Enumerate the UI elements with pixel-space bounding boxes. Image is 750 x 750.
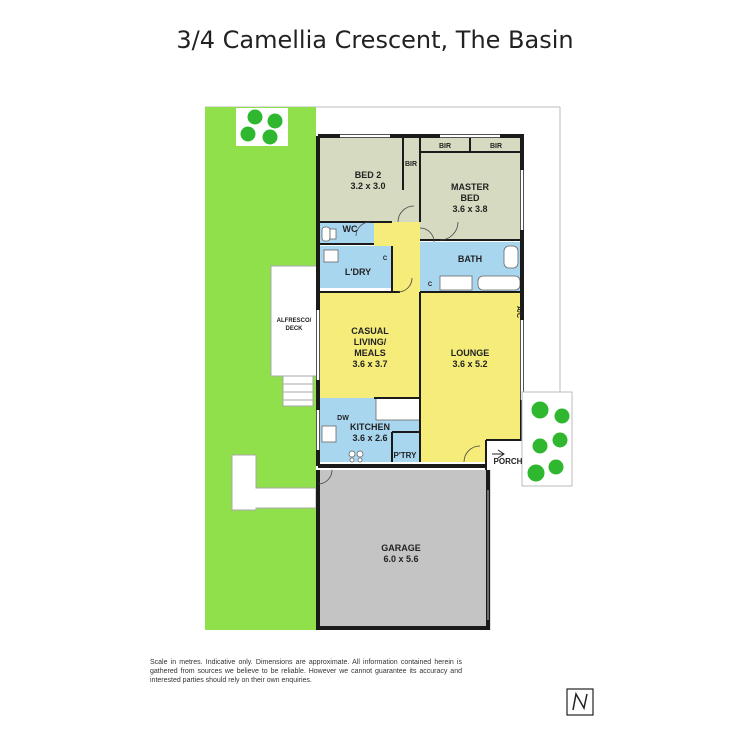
bir-master-right-label: BIR bbox=[490, 143, 502, 150]
hall-cupboard-label: C bbox=[428, 282, 433, 288]
porch-area bbox=[486, 440, 522, 470]
interior-walls bbox=[318, 136, 522, 470]
laundry-label: L'DRY bbox=[345, 267, 371, 277]
tree-cluster-top bbox=[236, 108, 288, 146]
windows bbox=[316, 134, 524, 450]
master-bed-room bbox=[420, 136, 522, 240]
wc-label: WC bbox=[343, 224, 358, 234]
casual-living-area bbox=[318, 292, 420, 398]
casual-label-line3: MEALS bbox=[354, 348, 386, 358]
north-compass-icon bbox=[566, 688, 594, 716]
lounge-area bbox=[420, 292, 522, 462]
disclaimer-text: Scale in metres. Indicative only. Dimens… bbox=[150, 659, 462, 684]
entry-arrow-icon bbox=[492, 449, 505, 459]
casual-size: 3.6 x 3.7 bbox=[352, 359, 387, 369]
tree-cluster-right bbox=[521, 391, 573, 487]
casual-label-line2: LIVING/ bbox=[354, 337, 387, 347]
alfresco-label-line1: ALFRESCO/ bbox=[277, 318, 312, 324]
bir-bed2-label: BIR bbox=[405, 161, 417, 168]
garage-room bbox=[318, 470, 488, 628]
lounge-size: 3.6 x 5.2 bbox=[452, 359, 487, 369]
laundry-cupboard-label: C bbox=[383, 256, 388, 262]
alfresco-deck: ALFRESCO/ DECK bbox=[270, 265, 318, 407]
pantry-label: P'TRY bbox=[394, 451, 418, 460]
porch-label: PORCH bbox=[494, 457, 523, 466]
alfresco-label-line2: DECK bbox=[285, 326, 303, 332]
bath-label: BATH bbox=[458, 254, 482, 264]
bed2-size: 3.2 x 3.0 bbox=[350, 181, 385, 191]
casual-label-line1: CASUAL bbox=[351, 326, 389, 336]
ac-label: A/C bbox=[515, 306, 522, 318]
master-bed-label-line2: BED bbox=[460, 193, 480, 203]
bed2-label: BED 2 bbox=[355, 170, 382, 180]
dw-label: DW bbox=[337, 415, 349, 422]
master-bed-size: 3.6 x 3.8 bbox=[452, 204, 487, 214]
garage-size: 6.0 x 5.6 bbox=[383, 554, 418, 564]
kitchen-size: 3.6 x 2.6 bbox=[352, 433, 387, 443]
hallway bbox=[374, 222, 420, 292]
door-swings bbox=[317, 205, 481, 485]
garage-label: GARAGE bbox=[381, 543, 421, 553]
page-title: 3/4 Camellia Crescent, The Basin bbox=[176, 26, 574, 54]
lounge-label: LOUNGE bbox=[451, 348, 490, 358]
master-bed-label-line1: MASTER bbox=[451, 182, 490, 192]
bir-master-left-label: BIR bbox=[439, 143, 451, 150]
kitchen-label: KITCHEN bbox=[350, 422, 390, 432]
